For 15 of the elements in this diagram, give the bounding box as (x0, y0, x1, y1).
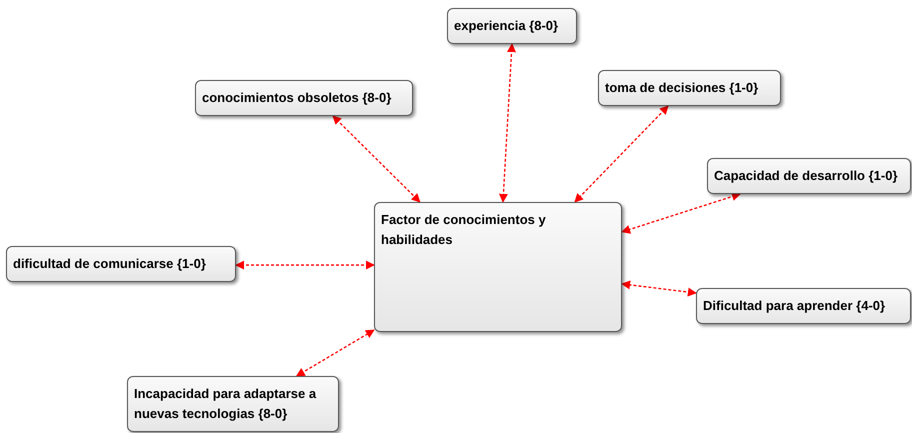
arrow (621, 192, 741, 234)
arrow (332, 115, 421, 203)
arrow (296, 330, 375, 377)
rounded-box: Capacidad de desarrollo {1-0} (707, 158, 911, 194)
rounded-box: Incapacidad para adaptarse a nuevas tecnologias {8-0} (127, 376, 339, 432)
rounded-box: conocimientos obsoletos {8-0} (195, 80, 413, 116)
arrow (235, 260, 375, 270)
arrow (621, 280, 697, 297)
rounded-box: Dificultad para aprender {4-0} (696, 288, 911, 324)
rounded-box: experiencia {8-0} (447, 8, 577, 44)
rounded-box: Factor de conocimientos y habilidades (374, 202, 622, 332)
arrow (574, 105, 669, 203)
rounded-box: toma de decisiones {1-0} (598, 70, 781, 106)
arrow (498, 43, 516, 203)
rounded-box: dificultad de comunicarse {1-0} (6, 246, 236, 282)
